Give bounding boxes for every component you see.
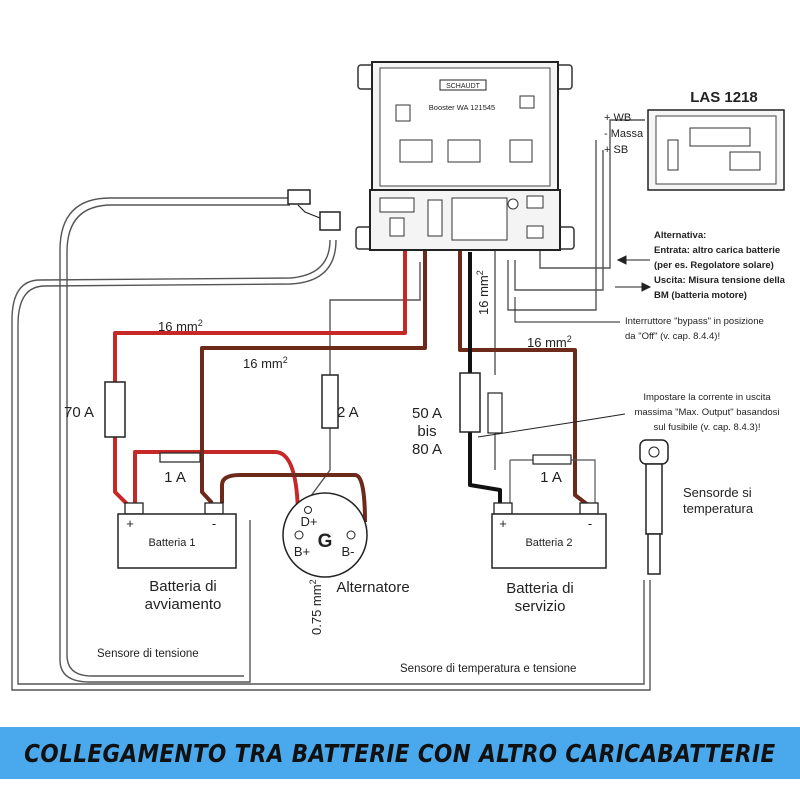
booster-brand: SCHAUDT: [446, 83, 481, 90]
alternator-caption: Alternatore: [336, 579, 409, 596]
battery-2-minus: -: [588, 516, 592, 531]
alternator: [282, 492, 368, 578]
temperature-sensor: [639, 439, 669, 575]
wire-label-16-top: 16 mm2: [158, 318, 203, 334]
fuse-50a-line3: 80 A: [412, 441, 442, 458]
booster-unit: SCHAUDT Booster WA 121545: [355, 61, 575, 251]
wire-label-16-vertical: 16 mm2: [475, 270, 491, 315]
svg-text:Entrata: altro carica batterie: Entrata: altro carica batterie: [654, 245, 780, 256]
fuse-1a-right: [532, 454, 572, 465]
battery-1-caption-line1: Batteria di: [149, 578, 217, 595]
alternator-d-plus: D+: [301, 514, 318, 529]
sensor-wires: [11, 119, 651, 691]
svg-text:(per es. Regolatore solare): (per es. Regolatore solare): [654, 260, 774, 271]
svg-text:Uscita: Misura tensione della: Uscita: Misura tensione della: [654, 275, 786, 286]
terminal-sb: + SB: [604, 144, 628, 156]
fuse-70a: [104, 381, 126, 438]
sensor-plug: [287, 189, 341, 231]
battery-2: [491, 502, 607, 569]
alternative-note: Alternativa: Entrata: altro carica batte…: [654, 230, 786, 301]
fuse-small-right: [487, 392, 503, 434]
fuse-1a-left: [159, 452, 201, 463]
voltage-sensor-label: Sensore di tensione: [97, 648, 199, 660]
fuse-50a: [459, 372, 481, 433]
battery-1-plus: +: [126, 516, 134, 531]
fuse-50a-line2: bis: [417, 423, 436, 440]
fuse-2a: [321, 374, 339, 429]
battery-1-label: Batteria 1: [148, 537, 195, 549]
fuse-1a-right-label: 1 A: [540, 469, 562, 486]
battery-2-caption-line1: Batteria di: [506, 580, 574, 597]
wiring-diagram: SCHAUDT Booster WA 121545 LAS 1218 + WB …: [11, 61, 786, 691]
output-note-line2: massima "Max. Output" basandosi: [634, 407, 779, 418]
note-arrows: [514, 255, 652, 423]
signal-wire: [468, 252, 502, 508]
wire-label-075: 0.75 mm2: [308, 579, 324, 635]
battery-1-minus: -: [212, 516, 216, 531]
las-title: LAS 1218: [690, 89, 758, 106]
terminal-massa: - Massa: [604, 128, 644, 140]
battery-2-label: Batteria 2: [525, 537, 572, 549]
output-note-line1: Impostare la corrente in uscita: [643, 392, 771, 403]
battery-1-caption-line2: avviamento: [145, 596, 222, 613]
fuse-70a-label: 70 A: [64, 404, 94, 421]
fuse-2a-label: 2 A: [337, 404, 359, 421]
alternator-b-minus: B-: [342, 544, 355, 559]
temp-voltage-sensor-label: Sensore di temperatura e tensione: [400, 663, 576, 675]
battery-1: [117, 502, 237, 569]
alternator-symbol: G: [318, 531, 333, 552]
las-charger: [647, 109, 785, 191]
battery-2-plus: +: [499, 516, 507, 531]
wire-label-16-mid: 16 mm2: [243, 355, 288, 371]
alternator-b-plus: B+: [294, 544, 310, 559]
terminal-wb: + WB: [604, 112, 631, 124]
temp-sensor-line2: temperatura: [683, 501, 754, 516]
negative-wires: [200, 245, 590, 523]
fuse-50a-line1: 50 A: [412, 405, 442, 422]
fuse-1a-left-label: 1 A: [164, 469, 186, 486]
booster-model: Booster WA 121545: [429, 103, 495, 112]
output-note-line3: sul fusibile (v. cap. 8.4.3)!: [653, 422, 760, 433]
temp-sensor-line1: Sensorde si: [683, 485, 752, 500]
svg-text:Alternativa:: Alternativa:: [654, 230, 706, 241]
output-note-pointer: [477, 421, 576, 438]
svg-text:BM (batteria motore): BM (batteria motore): [654, 290, 747, 301]
bypass-note-line2: da "Off" (v. cap. 8.4.4)!: [625, 331, 720, 342]
banner-title: COLLEGAMENTO TRA BATTERIE CON ALTRO CARI…: [24, 738, 776, 768]
title-banner: COLLEGAMENTO TRA BATTERIE CON ALTRO CARI…: [0, 727, 800, 779]
bypass-note-line1: Interruttore "bypass" in posizione: [625, 316, 764, 327]
wire-label-16-right: 16 mm2: [527, 334, 572, 350]
battery-2-caption-line2: servizio: [515, 598, 566, 615]
